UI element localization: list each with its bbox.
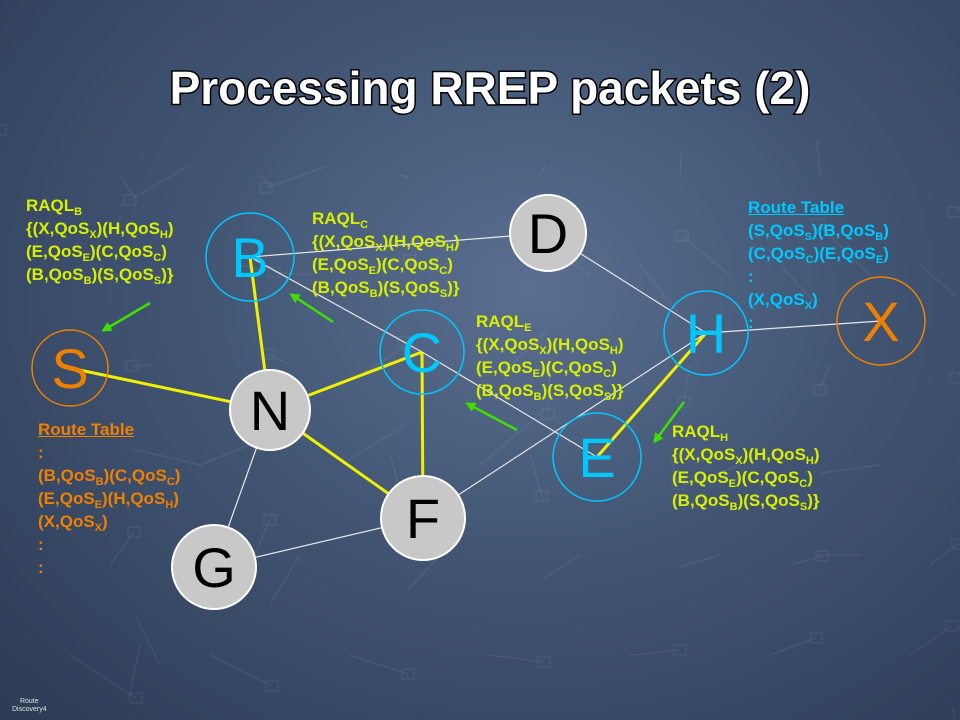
node-label-e: E <box>578 426 615 489</box>
node-circle-d <box>509 194 587 272</box>
node-label-c: C <box>402 321 442 384</box>
raql-c-line: RAQLC <box>312 209 369 231</box>
route-table-x: Route Table (S,QoSS)(B,QoSB)(C,QoSC)(E,Qo… <box>748 196 889 334</box>
rt-s-line: Route Table <box>38 420 135 439</box>
background-pattern <box>0 124 960 720</box>
raql-b-line: (B,QoSB)(S,QoSS)} <box>26 265 174 287</box>
route-table-s: Route Table: (B,QoSB)(C,QoSC)(E,QoSE)(H,Q… <box>38 418 180 579</box>
raql-e-list: RAQLE{(X,QoSX)(H,QoSH)(E,QoSE)(C,QoSC)(B… <box>476 310 624 403</box>
edge-h-x <box>705 320 882 334</box>
node-label-x: X <box>862 290 899 353</box>
rt-x-line: Route Table <box>748 198 845 217</box>
node-circle-h <box>663 290 749 376</box>
node-label-n: N <box>250 379 290 442</box>
node-g: G <box>171 524 257 610</box>
arrow-layer <box>101 293 686 444</box>
node-label-g: G <box>192 536 236 599</box>
arrow-to-s <box>101 301 151 332</box>
raql-h-line: {(X,QoSX)(H,QoSH) <box>672 445 820 467</box>
node-layer: B D S C H X N E F G <box>31 194 926 610</box>
node-circle-c <box>379 309 465 395</box>
rt-s-line: (B,QoSB)(C,QoSC) <box>38 466 181 488</box>
node-circle-e <box>552 412 642 502</box>
raql-e-line: {(X,QoSX)(H,QoSH) <box>476 335 624 357</box>
arrow-to-c <box>465 402 518 432</box>
rt-x-line: (S,QoSS)(B,QoSB) <box>748 221 889 243</box>
node-label-b: B <box>231 226 268 289</box>
rt-x-line: (C,QoSC)(E,QoSE) <box>748 244 889 266</box>
slide-title: Processing RREP packets (2) <box>170 62 811 114</box>
rt-s-line: : <box>38 558 44 577</box>
raql-b-line: RAQLB <box>26 196 83 218</box>
raql-e-line: (B,QoSB)(S,QoSS)} <box>476 381 624 403</box>
node-circle-x <box>836 276 926 366</box>
arrow-to-e <box>653 401 686 444</box>
node-h: H <box>663 290 749 376</box>
node-label-d: D <box>528 202 568 265</box>
node-n: N <box>229 369 311 451</box>
edge-b-c <box>249 256 423 353</box>
rt-s-line: : <box>38 443 44 462</box>
raql-h-line: (B,QoSB)(S,QoSS)} <box>672 491 820 513</box>
footer-line-2: Discovery4 <box>12 706 47 713</box>
node-circle-s <box>31 329 109 407</box>
node-f: F <box>380 475 466 561</box>
node-label-h: H <box>686 302 726 365</box>
raql-c-line: (E,QoSE)(C,QoSC) <box>312 255 453 277</box>
raql-b-line: {(X,QoSX)(H,QoSH) <box>26 219 174 241</box>
node-circle-g <box>171 524 257 610</box>
node-circle-f <box>380 475 466 561</box>
node-x: X <box>836 276 926 366</box>
arrow-to-b <box>289 293 334 324</box>
raql-h-line: RAQLH <box>672 422 729 444</box>
raql-b-line: (E,QoSE)(C,QoSC) <box>26 242 167 264</box>
node-e: E <box>552 412 642 502</box>
rt-x-line: : <box>748 267 754 286</box>
node-label-f: F <box>406 487 440 550</box>
raql-c-list: RAQLC{(X,QoSX)(H,QoSH)(E,QoSE)(C,QoSC)(B… <box>312 207 460 300</box>
rt-s-line: : <box>38 535 44 554</box>
node-s: S <box>31 329 109 407</box>
raql-c-line: {(X,QoSX)(H,QoSH) <box>312 232 460 254</box>
raql-c-line: (B,QoSB)(S,QoSS)} <box>312 278 460 300</box>
edge-b-d <box>249 232 549 258</box>
rt-x-line: (X,QoSX) <box>748 290 818 312</box>
edge-f-h <box>422 332 707 519</box>
node-circle-n <box>229 369 311 451</box>
node-b: B <box>205 212 295 302</box>
node-circle-b <box>205 212 295 302</box>
rt-x-line: : <box>748 313 754 332</box>
edge-c-e <box>421 351 598 458</box>
node-label-s: S <box>51 337 88 400</box>
raql-e-line: (E,QoSE)(C,QoSC) <box>476 358 617 380</box>
rt-s-line: (E,QoSE)(H,QoSH) <box>38 489 179 511</box>
edge-e-h <box>595 332 708 458</box>
raql-e-line: RAQLE <box>476 312 532 334</box>
node-c: C <box>379 309 465 395</box>
rt-s-line: (X,QoSX) <box>38 512 108 534</box>
node-d: D <box>509 194 587 272</box>
raql-b-list: RAQLB{(X,QoSX)(H,QoSH)(E,QoSE)(C,QoSC)(B… <box>26 194 174 287</box>
raql-h-line: (E,QoSE)(C,QoSC) <box>672 468 813 490</box>
raql-h-list: RAQLH{(X,QoSX)(H,QoSH)(E,QoSE)(C,QoSC)(B… <box>672 420 820 513</box>
slide-footer: Route Discovery4 <box>12 698 47 714</box>
footer-line-1: Route <box>19 698 39 705</box>
